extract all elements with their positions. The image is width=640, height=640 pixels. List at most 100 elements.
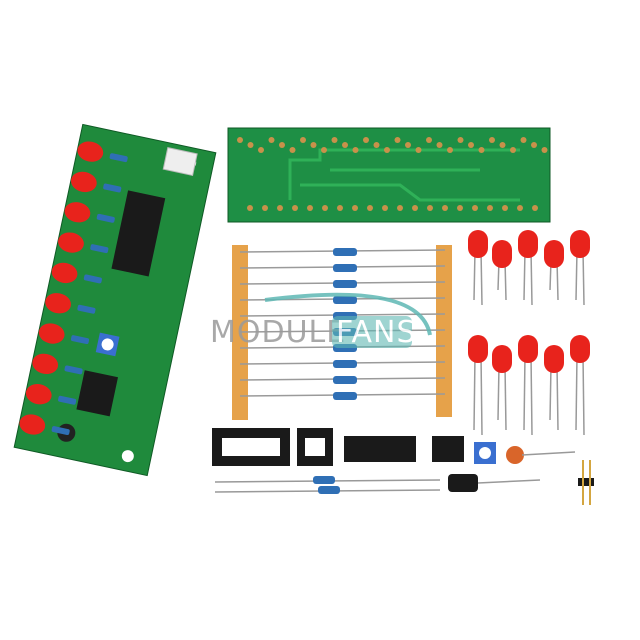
tape-strip-left [232, 245, 248, 420]
resistor [333, 296, 357, 304]
led-lead [582, 249, 585, 306]
watermark: MODULE FANS [210, 292, 432, 350]
lead [477, 479, 541, 484]
solder-pad [277, 205, 283, 211]
board-led [38, 323, 65, 344]
red-led [468, 230, 488, 258]
ic-chip [76, 370, 118, 417]
solder-pad [292, 205, 298, 211]
solder-pad [310, 142, 317, 148]
potentiometer-knob [479, 447, 491, 459]
solder-pad [517, 205, 523, 211]
board-led [25, 384, 52, 405]
board-resistor [103, 183, 122, 193]
led-lead [504, 364, 507, 431]
solder-pad [394, 137, 401, 143]
led-lead [530, 249, 533, 306]
board-resistor [64, 365, 83, 375]
resistor [333, 360, 357, 368]
solder-pad [373, 142, 380, 148]
led-lead [549, 364, 552, 421]
board-led [51, 262, 78, 284]
lead [521, 451, 576, 456]
board-led [77, 141, 104, 162]
solder-pad [300, 137, 306, 143]
red-led [518, 335, 538, 363]
solder-pad [457, 137, 464, 143]
solder-pad [457, 205, 463, 211]
ceramic-capacitor [506, 446, 524, 464]
led-lead [473, 354, 476, 431]
mount-hole [121, 450, 134, 463]
solder-pad [427, 205, 433, 211]
board-led [70, 171, 97, 193]
resistor [333, 264, 357, 272]
solder-pad [468, 142, 474, 148]
board-led [64, 202, 91, 223]
led-lead [473, 249, 476, 301]
solder-pad [247, 205, 253, 211]
solder-pad [472, 205, 478, 211]
resistor [333, 248, 357, 256]
solder-pad [367, 205, 373, 211]
red-led [492, 345, 512, 373]
red-led [544, 345, 564, 373]
led-lead [523, 354, 526, 431]
solder-pad [447, 147, 453, 153]
solder-pad [307, 205, 313, 211]
solder-pad [502, 205, 508, 211]
solder-pad [268, 137, 275, 143]
solder-pad [258, 147, 264, 153]
solder-pad [337, 205, 343, 211]
board-resistor [83, 274, 102, 284]
watermark-badge [332, 316, 412, 348]
solder-pad [352, 147, 359, 153]
pin-header [578, 478, 594, 486]
ic-chip-8pin [432, 436, 464, 462]
solder-pad [397, 205, 403, 211]
resistor [318, 486, 340, 494]
solder-pad [289, 147, 296, 153]
led-lead [530, 354, 533, 436]
solder-pad [352, 205, 358, 211]
resistor [333, 376, 357, 384]
watermark-text-module: MODULE [210, 315, 346, 350]
electrolytic-capacitor [448, 474, 478, 492]
solder-pad [262, 205, 268, 211]
board-led [45, 293, 71, 314]
potentiometer-knob [101, 338, 114, 351]
solder-pad [415, 147, 422, 153]
board-resistor [58, 395, 77, 405]
solder-pad [436, 142, 443, 148]
board-resistor [51, 426, 70, 435]
solder-pad [532, 205, 538, 211]
socket-opening [305, 438, 325, 456]
solder-pad [247, 142, 254, 148]
solder-pad [426, 137, 432, 143]
solder-pad [510, 147, 516, 153]
led-lead [575, 354, 578, 431]
board-resistor [96, 213, 115, 223]
ic-chip [111, 190, 166, 277]
tape-strip-right [436, 245, 452, 417]
pcb [13, 123, 217, 477]
board-resistor [109, 153, 128, 163]
solder-pad [405, 142, 411, 148]
solder-pad [321, 147, 327, 153]
led-lead [575, 249, 578, 301]
board-led [19, 414, 46, 435]
solder-pad [331, 137, 338, 143]
socket-opening [222, 438, 280, 456]
led-lead [480, 249, 483, 306]
watermark-swoosh [264, 292, 432, 336]
solder-pad [412, 205, 418, 211]
red-led [544, 240, 564, 268]
solder-pad [363, 137, 369, 143]
solder-pad [531, 142, 537, 148]
led-lead [480, 354, 483, 436]
solder-pad [322, 205, 328, 211]
red-led [570, 230, 590, 258]
red-led [518, 230, 538, 258]
solder-pad [342, 142, 348, 148]
